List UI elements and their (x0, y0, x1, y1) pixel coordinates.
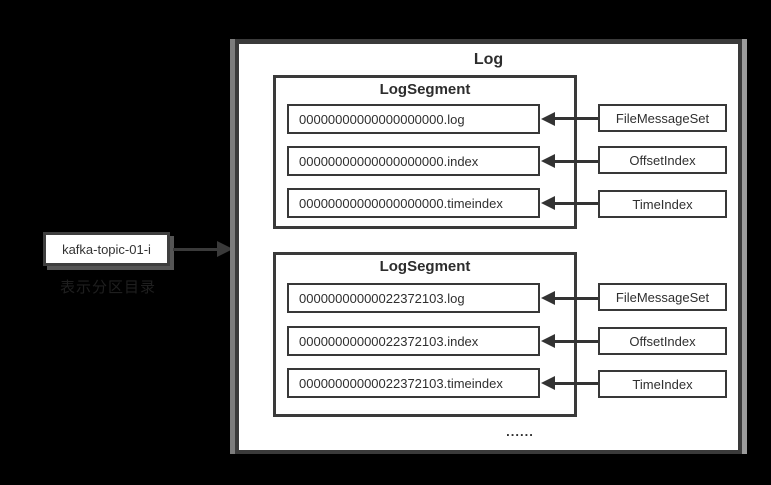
partition-to-log-arrow-line (173, 248, 219, 251)
left-arrowhead-icon (541, 112, 555, 126)
timeindex-file-box: 00000000000000000000.timeindex (287, 188, 540, 218)
log-file-name: 00000000000000000000.log (299, 111, 465, 127)
more-segments-ellipsis: ...... (506, 424, 534, 439)
offsetindex-label: OffsetIndex (629, 333, 696, 349)
component-to-file-arrow-line (554, 340, 598, 343)
timeindex-label-box: TimeIndex (598, 370, 727, 398)
component-to-file-arrow-line (554, 202, 598, 205)
log-segment-title: LogSegment (379, 258, 471, 275)
index-file-box: 00000000000022372103.index (287, 326, 540, 356)
left-arrowhead-icon (541, 154, 555, 168)
index-file-box: 00000000000000000000.index (287, 146, 540, 176)
partition-directory-box: kafka-topic-01-i (43, 232, 170, 266)
log-file-name: 00000000000022372103.log (299, 290, 465, 306)
filemessageset-label-box: FileMessageSet (598, 283, 727, 311)
left-arrowhead-icon (541, 291, 555, 305)
timeindex-label: TimeIndex (632, 376, 693, 392)
left-arrowhead-icon (541, 376, 555, 390)
partition-caption: 表示分区目录 (60, 279, 157, 296)
left-arrowhead-icon (541, 334, 555, 348)
timeindex-label: TimeIndex (632, 196, 693, 212)
log-segment-title: LogSegment (379, 81, 471, 98)
component-to-file-arrow-line (554, 297, 598, 300)
component-to-file-arrow-line (554, 160, 598, 163)
offsetindex-label: OffsetIndex (629, 152, 696, 168)
timeindex-file-name: 00000000000022372103.timeindex (299, 375, 503, 391)
partition-directory-label: kafka-topic-01-i (62, 241, 151, 257)
index-file-name: 00000000000000000000.index (299, 153, 479, 169)
right-arrowhead-icon (217, 241, 233, 257)
timeindex-file-box: 00000000000022372103.timeindex (287, 368, 540, 398)
component-to-file-arrow-line (554, 117, 598, 120)
log-title: Log (473, 51, 504, 68)
log-file-box: 00000000000022372103.log (287, 283, 540, 313)
log-file-box: 00000000000000000000.log (287, 104, 540, 134)
filemessageset-label: FileMessageSet (615, 289, 710, 305)
offsetindex-label-box: OffsetIndex (598, 146, 727, 174)
component-to-file-arrow-line (554, 382, 598, 385)
left-arrowhead-icon (541, 196, 555, 210)
filemessageset-label-box: FileMessageSet (598, 104, 727, 132)
timeindex-file-name: 00000000000000000000.timeindex (299, 195, 503, 211)
index-file-name: 00000000000022372103.index (299, 333, 479, 349)
filemessageset-label: FileMessageSet (615, 110, 710, 126)
timeindex-label-box: TimeIndex (598, 190, 727, 218)
offsetindex-label-box: OffsetIndex (598, 327, 727, 355)
